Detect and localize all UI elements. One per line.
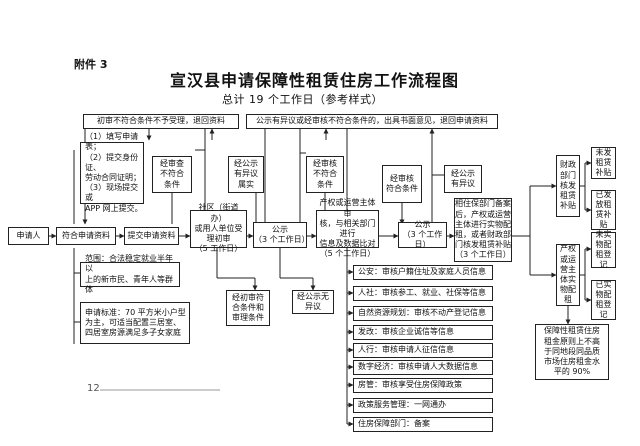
rent-standard-box: 保障性租赁住房 租金原则上不高 于同地段同品质 市场住房租金水 平的 90% (535, 324, 609, 380)
agency-row: 政策服务管理：一网通办 (353, 398, 493, 413)
agency-row: 人行：审核申请人征信信息 (353, 343, 493, 358)
finance-dept-box: 财政 部门 核发 租赁 补贴 (556, 155, 580, 217)
verify-reject-box: 经审核 不符合 条件 (306, 156, 344, 193)
page-subtitle: 总计 19 个工作日（参考样式） (222, 93, 383, 106)
public-objection-1-box: 经公示 有异议 属实 (228, 156, 264, 193)
agency-row: 数字经济：审核申请人大数据信息 (353, 360, 493, 375)
property-verify-box: 产权或运营主体审 核，与相关部门进行 信息及数据比对 （5 个工作日） (316, 198, 379, 258)
no-objection-box: 经公示无 异议 (292, 290, 334, 314)
unpaid-rent-box: 未实 物配 租登 记 (591, 230, 616, 269)
agency-row: 公安：审核户籍住址及家庭人员信息 (353, 265, 493, 280)
property-dept-box: 相住保部门备案 后，产权或运营 主体进行实物配 租，或者财政部 门核发租赁补贴 … (454, 198, 512, 262)
paid-rent-box: 已实 物配 租登 记 (591, 280, 616, 320)
page-title: 宣汉县申请保障性租赁住房工作流程图 (170, 71, 460, 90)
operator-dept-box: 产权 或运 营主 体实 物配 租 (556, 244, 580, 306)
application-steps-box: （1）填写申请表； （2）提交身份证、 劳动合同证明； （3）现场提交或 APP… (80, 132, 144, 213)
applicant-box: 申请人 (8, 227, 49, 245)
verify-ok-box: 经审核 符合条件 (382, 165, 422, 203)
scope-box: 范围：合法稳定就业半年以 上的新市民、青年人等群体 (80, 254, 180, 294)
standard-box: 申请标准：70 平方米小户型 为主，可适当配置三居室、 四居室房源满足多子女家庭 (80, 302, 190, 344)
agency-row: 住房保障部门：备案 (353, 417, 493, 432)
paid-subsidy-box: 已发 放租 赁补 贴 (591, 190, 616, 230)
community-review-box: 社区（街道办） 或用人单位受 理初审 （5 工作日） (190, 203, 247, 253)
page-number: 12 (87, 383, 100, 394)
public-objection-2-box: 经公示 有异议 (444, 165, 482, 193)
review-reject-box: 经审查 不符合 条件 (152, 156, 192, 193)
submit-materials-box: 符合申请资料 (56, 227, 116, 245)
public-notice-2-box: 公示 （3 个工作日） (398, 220, 447, 249)
unpaid-subsidy-box: 未发 租赁 补贴 (591, 147, 616, 179)
agency-row: 发改：审核企业诚信等信息 (353, 325, 493, 340)
attachment-label: 附件 3 (74, 58, 108, 71)
agency-row: 自然资源规划：审核不动产登记信息 (353, 306, 493, 321)
initial-reject-box: 初审不符合条件不予受理，退回资料 (83, 114, 239, 129)
agency-row: 人社：审核参工、就业、社保等信息 (353, 286, 493, 301)
provide-materials-box: 提交申请资料 (124, 227, 179, 245)
agency-row: 房管：审核享受住房保障政策 (353, 378, 493, 393)
public-notice-1-box: 公示 （3 个工作日） (253, 222, 310, 248)
public-objection-reject-box: 公示有异议或经审核不符合条件的，出具书面意见，退回申请资料 (246, 114, 498, 129)
review-pass-box: 经初审符 合条件和 审理条件 (226, 290, 270, 326)
